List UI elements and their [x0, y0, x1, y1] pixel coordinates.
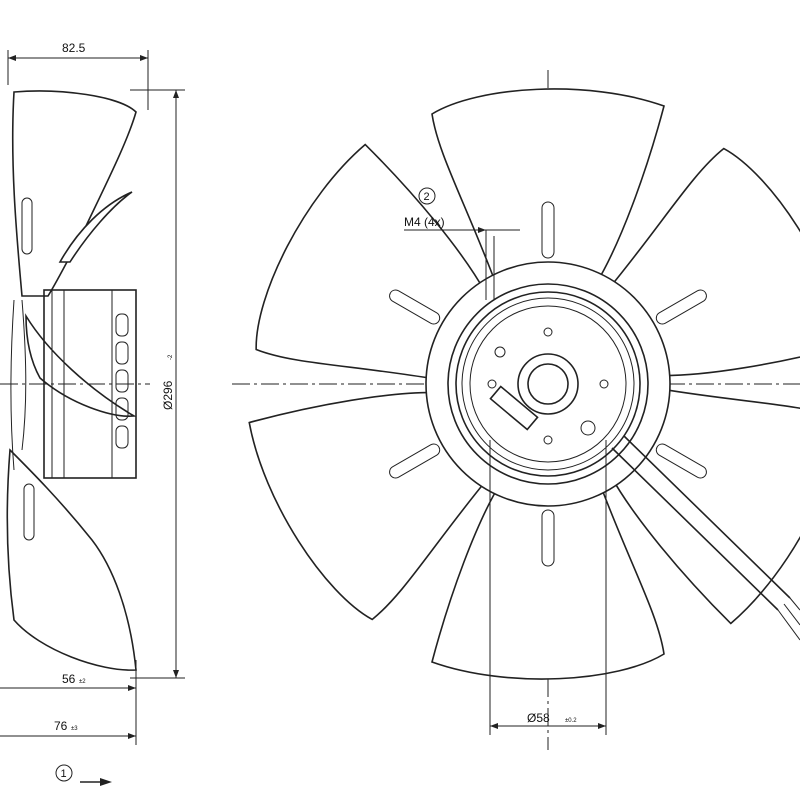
side-view: 82.5 Ø296 -2	[0, 41, 185, 786]
side-slots	[21, 197, 35, 541]
front-view: 2 M4 (4x) Ø58 ±0.2	[232, 70, 800, 750]
dim-56: 56 ±2	[0, 660, 137, 745]
fan-blade	[609, 388, 800, 625]
dim-diameter-label: Ø296	[161, 380, 175, 410]
dim-hub-diameter: Ø58 ±0.2	[489, 440, 607, 735]
front-hub	[425, 261, 671, 507]
dim-depth-total-label: 82.5	[62, 41, 86, 55]
blade-slot	[541, 509, 555, 567]
dim-diameter: Ø296 -2	[130, 89, 185, 679]
airflow-callout-number: 1	[61, 768, 67, 780]
side-blades	[6, 90, 137, 671]
mount-label: M4 (4x)	[404, 215, 445, 229]
dim-76-tolerance: ±3	[71, 726, 78, 732]
dim-56-label: 56	[62, 672, 76, 686]
dim-56-tolerance: ±2	[79, 679, 86, 685]
fan-blade	[255, 143, 487, 380]
airflow-callout: 1	[55, 764, 112, 786]
dim-hub-label: Ø58	[527, 711, 550, 725]
dim-hub-tolerance: ±0.2	[565, 718, 577, 724]
dim-diameter-tolerance: -2	[168, 354, 174, 360]
fan-blade	[248, 391, 489, 621]
blade-slot	[655, 443, 707, 479]
blade-slot	[541, 201, 555, 259]
airflow-arrow-icon	[100, 778, 112, 786]
dim-depth-total: 82.5	[7, 41, 149, 110]
cable	[611, 435, 800, 641]
dim-76: 76 ±3	[0, 719, 136, 739]
dim-76-label: 76	[54, 719, 68, 733]
mount-callout-number: 2	[424, 191, 430, 203]
blade-slot	[389, 289, 441, 325]
side-hub	[0, 289, 150, 479]
blade-slot	[389, 443, 441, 479]
blade-slot	[655, 289, 707, 325]
fan-blade	[607, 147, 800, 377]
fan-blade	[431, 88, 665, 285]
fan-blade	[431, 483, 665, 680]
mount-callout: 2 M4 (4x)	[404, 187, 520, 300]
